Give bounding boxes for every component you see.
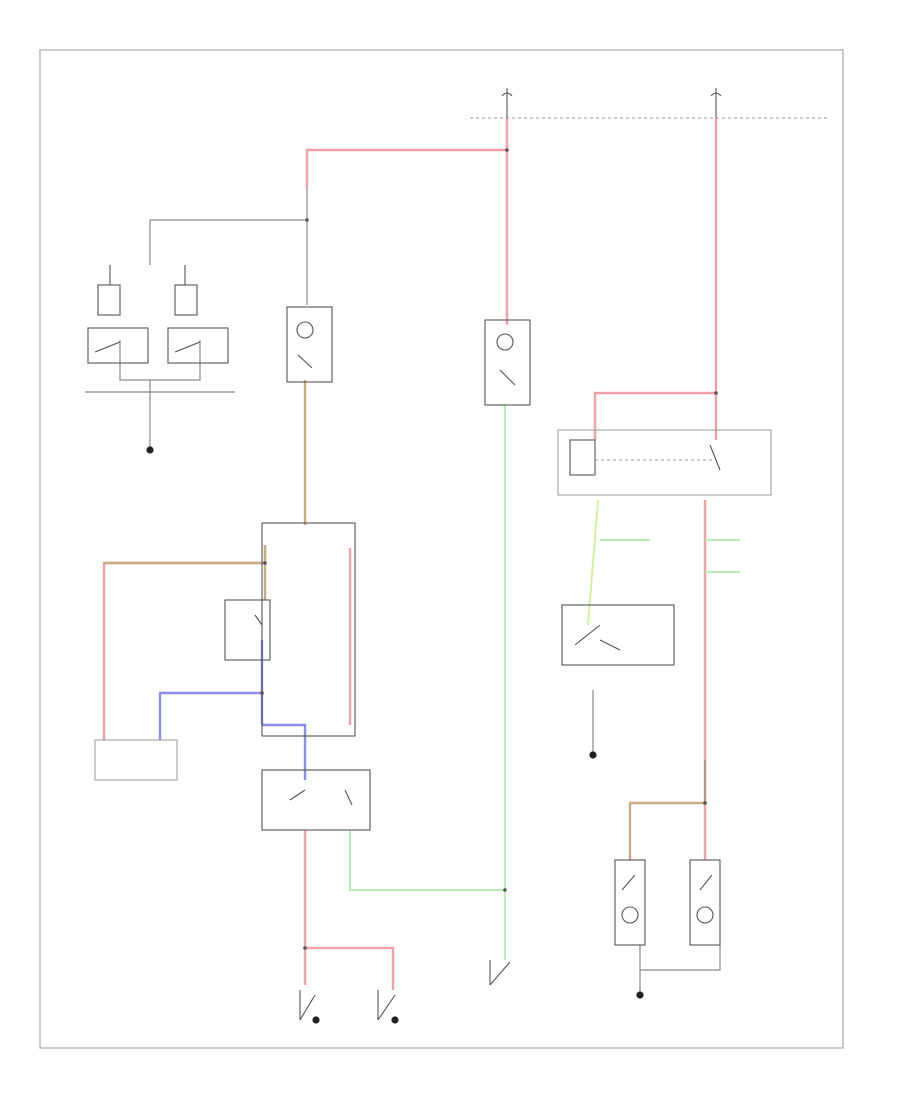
wire-gray-lower-right [639, 945, 721, 971]
wire-red-top [305, 148, 507, 190]
switch-bottom-left [299, 990, 320, 1024]
wire-blue-lower [262, 723, 307, 780]
green-stubs [600, 539, 740, 573]
switch-bottom-center [377, 990, 399, 1024]
wire-red-right-tee [593, 391, 716, 440]
wire-red-left-loop [102, 561, 265, 740]
module-left-switches [87, 265, 229, 364]
switch-center-upper [484, 319, 531, 406]
relay-lower-center [261, 769, 371, 831]
fuse-left [501, 88, 513, 118]
control-unit-center [224, 522, 356, 737]
wire-yellow-green-right [587, 499, 599, 626]
connector-dots [260, 148, 718, 950]
lamps-bottom-right [614, 859, 721, 946]
ground-symbol-right [589, 751, 597, 759]
relay-upper-left [286, 306, 333, 383]
wire-tan-left [104, 545, 267, 565]
ground-symbol-left [146, 446, 154, 454]
wire-gray-left-top [149, 219, 307, 265]
module-right-upper [557, 429, 772, 496]
diagram-frame [39, 49, 844, 1049]
fuse-right [710, 88, 722, 118]
wire-gray-switch-bar [119, 340, 201, 381]
wire-green-bottom [349, 830, 505, 891]
wire-tan-lower-right [628, 801, 705, 860]
wire-blue-left [158, 691, 262, 740]
switch-right-mid [561, 604, 675, 666]
ground-symbol-bottom [636, 991, 644, 999]
switch-bottom-mid [489, 960, 511, 986]
wire-red-bottom-branch [305, 946, 395, 990]
module-lower-left [94, 739, 178, 781]
